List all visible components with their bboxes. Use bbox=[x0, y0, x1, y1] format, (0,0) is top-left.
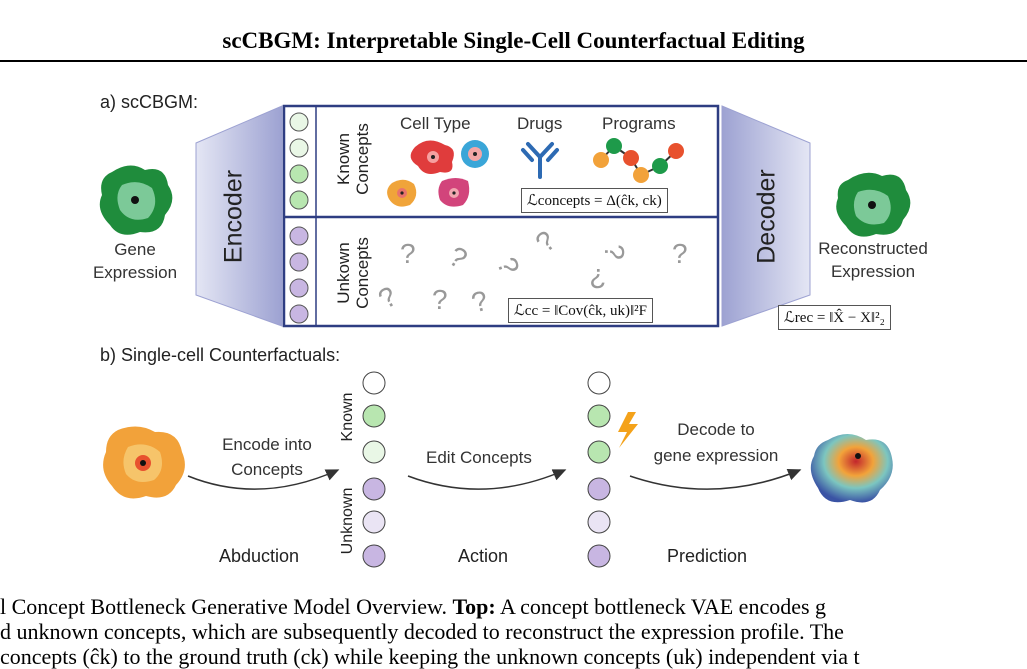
loss-rec: ℒrec = ‖X̂ − X‖²₂ bbox=[778, 305, 891, 330]
panel-a-label: a) scCBGM: bbox=[100, 92, 199, 112]
programs-label: Programs bbox=[602, 114, 676, 133]
antibody-icon bbox=[521, 142, 559, 179]
loss-cc: ℒcc = ‖Cov(ĉk, uk)‖²F bbox=[508, 298, 653, 323]
caption-line2: d unknown concepts, which are subsequent… bbox=[0, 619, 844, 644]
encoder-label: Encoder bbox=[219, 169, 248, 264]
question-mark-icon: ? bbox=[672, 238, 688, 269]
prediction-label: Prediction bbox=[667, 546, 748, 566]
reconstructed-expression-label: Reconstructed Expression bbox=[818, 239, 928, 281]
action-label: Action bbox=[458, 546, 509, 566]
caption-bold-top: Top: bbox=[452, 594, 496, 619]
caption-line1-start: l Concept Bottleneck Generative Model Ov… bbox=[0, 594, 453, 619]
prediction-cell bbox=[810, 434, 893, 503]
panel-b-label: b) Single-cell Counterfactuals: bbox=[100, 345, 341, 365]
abduction-label: Abduction bbox=[219, 546, 300, 566]
question-mark-icon: ? bbox=[400, 238, 416, 269]
decoder-label: Decoder bbox=[752, 169, 781, 264]
known-label: Known bbox=[339, 392, 356, 442]
known-concepts-label: Known Concepts bbox=[334, 123, 372, 195]
caption-line3: concepts (ĉk) to the ground truth (ck) w… bbox=[0, 644, 860, 669]
edit-concepts-label: Edit Concepts bbox=[426, 448, 532, 467]
encoder-block bbox=[195, 105, 283, 327]
figure-caption: l Concept Bottleneck Generative Model Ov… bbox=[0, 594, 1027, 669]
lightning-icon bbox=[618, 412, 638, 448]
unknown-label: Unknown bbox=[339, 487, 356, 555]
action-nodes bbox=[587, 371, 611, 568]
unknown-concepts-label: Unkown Concepts bbox=[334, 237, 372, 309]
encode-into-concepts-label: Encode into Concepts bbox=[222, 435, 312, 479]
abduction-nodes bbox=[362, 371, 386, 568]
programs-icon bbox=[593, 138, 684, 183]
question-mark-icon: ? bbox=[590, 263, 606, 294]
gene-expression-label: Gene Expression bbox=[92, 240, 178, 282]
caption-line1-end: A concept bottleneck VAE encodes g bbox=[495, 594, 827, 619]
question-mark-icon: ? bbox=[432, 284, 448, 315]
question-mark-icon: ? bbox=[598, 244, 630, 260]
drugs-label: Drugs bbox=[517, 114, 563, 133]
title-rule bbox=[0, 60, 1027, 62]
page-title: scCBGM: Interpretable Single-Cell Counte… bbox=[222, 28, 805, 53]
cell-type-label: Cell Type bbox=[400, 114, 471, 133]
decode-label: Decode to gene expression bbox=[653, 420, 779, 465]
decoder-block bbox=[721, 105, 811, 327]
loss-concepts: ℒconcepts = Δ(ĉk, ck) bbox=[521, 188, 668, 213]
figure bbox=[99, 104, 911, 568]
